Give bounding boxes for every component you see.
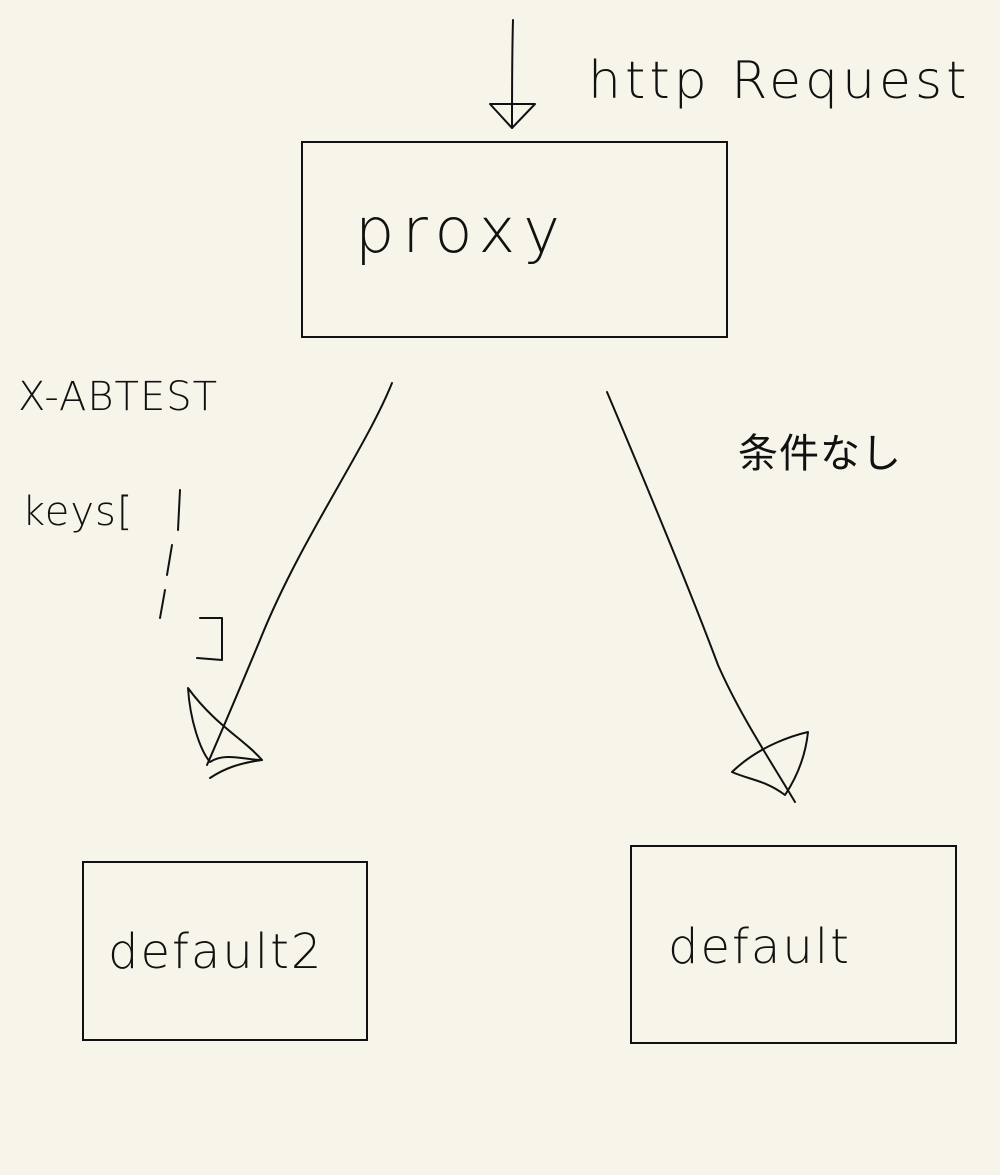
incoming-request-arrow [489,19,536,129]
left-edge-arrow [187,382,393,779]
default-label: default [668,919,851,975]
keys-dashed-list [159,489,181,619]
keys-close-bracket [196,617,223,661]
default-node [630,845,957,1044]
proxy-node [301,141,728,338]
proxy-label: proxy [355,194,568,267]
default2-label: default2 [108,924,323,980]
keys-label: keys[ [22,489,133,535]
right-edge-arrow [606,391,809,803]
default2-node [82,861,368,1041]
x-abtest-label: X-ABTEST [18,374,218,420]
no-condition-label: 条件なし [738,431,902,477]
http-request-label: http Request [588,51,971,111]
